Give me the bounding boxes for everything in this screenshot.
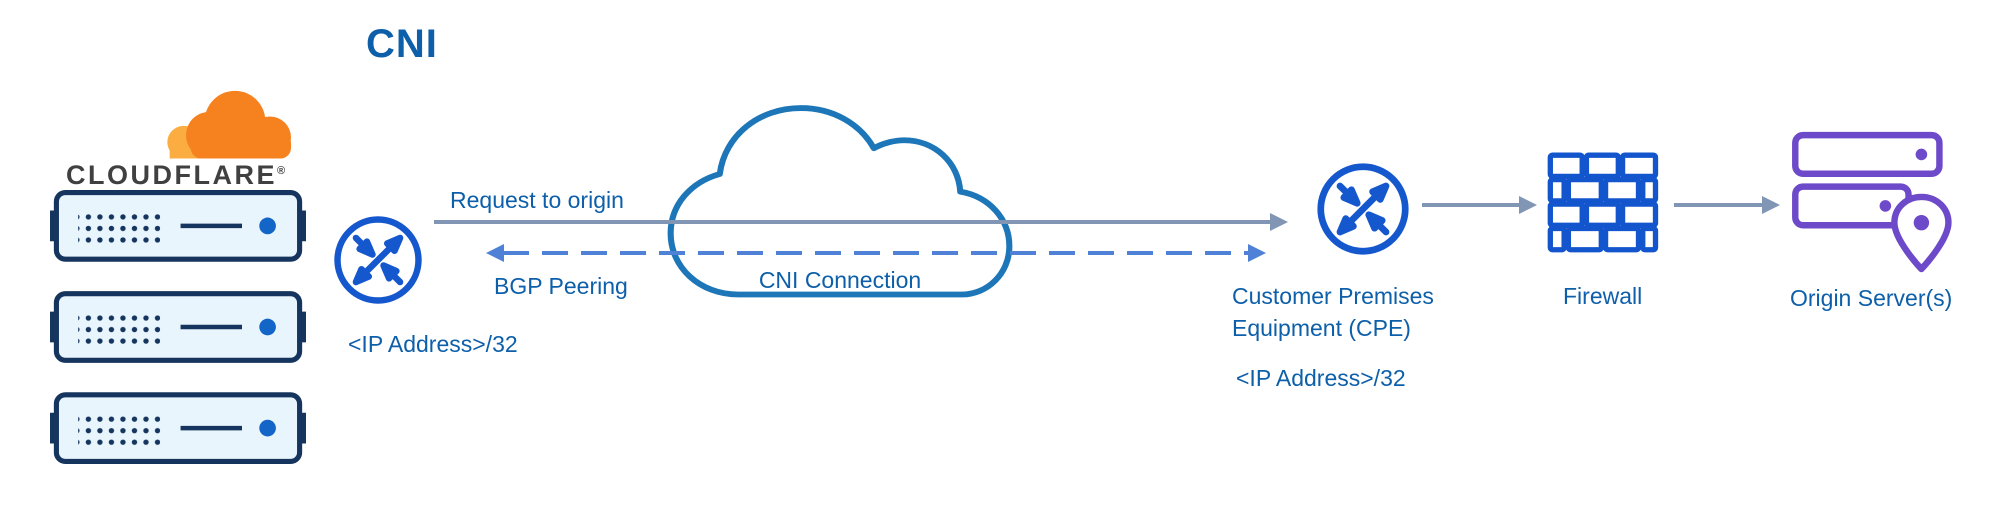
cpe-router-icon <box>1317 163 1409 255</box>
cloudflare-wordmark: CLOUDFLARE® <box>66 160 288 191</box>
firewall-label: Firewall <box>1563 283 1643 309</box>
bgp-peering-arrow <box>486 244 1266 262</box>
location-pin-icon <box>1891 193 1952 273</box>
request-to-origin-arrow <box>434 213 1288 231</box>
cloudflare-wordmark-text: CLOUDFLARE <box>66 160 277 190</box>
cpe-ip-label: <IP Address>/32 <box>1236 365 1406 391</box>
origin-server-label: Origin Server(s) <box>1790 285 1953 311</box>
cloudflare-router-icon <box>334 216 422 304</box>
cpe-to-firewall-arrow <box>1422 196 1537 214</box>
registered-mark: ® <box>276 165 288 177</box>
cloudflare-cloud-main <box>186 90 291 159</box>
cloudflare-cloud-icon <box>167 90 291 159</box>
cpe-label: Customer Premises Equipment (CPE) <box>1232 283 1434 342</box>
cloudflare-router-ip-label: <IP Address>/32 <box>348 331 518 357</box>
bgp-peering-label: BGP Peering <box>494 273 628 299</box>
request-to-origin-label: Request to origin <box>450 187 624 213</box>
firewall-icon <box>1547 152 1659 253</box>
firewall-to-origin-arrow <box>1674 196 1780 214</box>
cni-connection-label: CNI Connection <box>758 267 922 293</box>
cloudflare-logo: CLOUDFLARE® <box>58 86 308 196</box>
page-title: CNI <box>366 22 438 66</box>
origin-server-icon <box>1792 131 1952 273</box>
